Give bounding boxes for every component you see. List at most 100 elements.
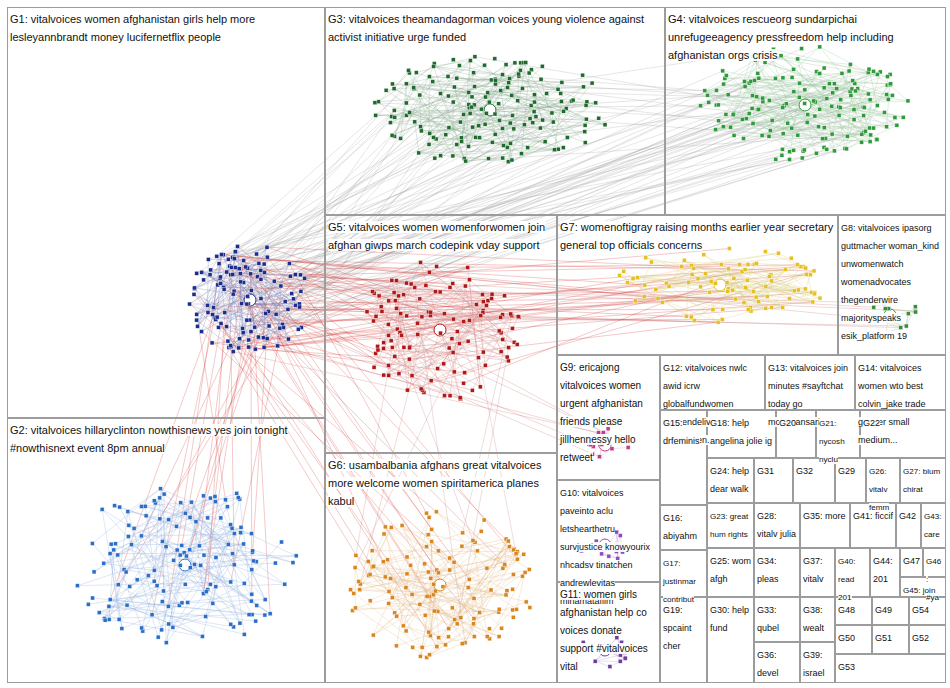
vertex-square xyxy=(229,580,233,584)
vertex-square xyxy=(259,268,263,272)
vertex-square xyxy=(294,303,298,307)
vertex-square xyxy=(744,285,748,289)
tie-line xyxy=(212,343,465,373)
vertex-square xyxy=(729,125,733,129)
vertex-square xyxy=(551,120,555,124)
vertex-square xyxy=(654,287,658,291)
vertex-square xyxy=(466,339,470,343)
vertex-square xyxy=(405,388,409,392)
vertex-square xyxy=(103,618,107,622)
vertex-square xyxy=(193,286,197,290)
tie-line xyxy=(469,65,507,147)
vertex-square xyxy=(489,78,493,82)
vertex-square xyxy=(249,288,253,292)
vertex-square xyxy=(261,336,265,340)
vertex-square xyxy=(215,315,219,319)
vertex-square xyxy=(472,71,476,75)
vertex-square xyxy=(872,305,876,309)
tie-line xyxy=(416,73,536,117)
tie-line xyxy=(453,148,528,156)
vertex-square xyxy=(508,121,512,125)
vertex-square xyxy=(414,71,418,75)
tie-line xyxy=(379,296,473,541)
vertex-square xyxy=(246,294,250,298)
tie-line xyxy=(233,275,296,306)
tie-line xyxy=(396,281,504,296)
vertex-square xyxy=(183,511,187,515)
vertex-square xyxy=(402,345,406,349)
tie-line xyxy=(815,102,854,120)
vertex-square xyxy=(750,94,754,98)
tie-line xyxy=(244,542,281,583)
tie-line xyxy=(474,105,553,122)
tie-line xyxy=(415,119,587,122)
vertex-square xyxy=(832,149,836,153)
tie-line xyxy=(202,499,239,636)
vertex-square xyxy=(371,290,375,294)
vertex-square xyxy=(478,385,482,389)
vertex-square xyxy=(109,542,113,546)
vertex-square xyxy=(238,621,242,625)
tie-line xyxy=(419,104,499,153)
vertex-square xyxy=(397,372,401,376)
vertex-square xyxy=(913,305,917,309)
vertex-square xyxy=(452,370,456,374)
vertex-square xyxy=(117,617,121,621)
tie-line xyxy=(414,89,573,100)
vertex-square xyxy=(757,107,761,111)
vertex-square xyxy=(376,344,380,348)
vertex-square xyxy=(708,290,712,294)
tie-line xyxy=(419,126,479,153)
vertex-square xyxy=(510,158,514,162)
vertex-square xyxy=(286,337,290,341)
vertex-square xyxy=(682,258,686,262)
vertex-square xyxy=(468,111,472,115)
tie-line xyxy=(388,295,482,366)
vertex-square xyxy=(812,269,816,273)
vertex-square xyxy=(899,326,903,330)
vertex-square xyxy=(399,136,403,140)
vertex-square xyxy=(202,278,206,282)
vertex-square xyxy=(97,611,101,615)
vertex-square xyxy=(852,118,856,122)
vertex-square xyxy=(419,129,423,133)
tie-line xyxy=(716,93,833,130)
tie-line xyxy=(430,316,500,318)
vertex-square xyxy=(450,337,454,341)
vertex-square xyxy=(206,303,210,307)
vertex-square xyxy=(477,124,481,128)
vertex-square xyxy=(395,306,399,310)
vertex-square xyxy=(893,116,897,120)
vertex-square xyxy=(278,326,282,330)
tie-line xyxy=(264,307,783,347)
vertex-square xyxy=(847,69,851,73)
vertex-square xyxy=(849,93,853,97)
tie-line xyxy=(521,103,595,154)
tie-line xyxy=(118,512,128,585)
vertex-square xyxy=(192,292,196,296)
vertex-square xyxy=(192,287,196,291)
vertex-square xyxy=(259,297,263,301)
vertex-square xyxy=(189,500,193,504)
vertex-square xyxy=(792,148,796,152)
vertex-square xyxy=(237,346,241,350)
tie-line xyxy=(261,299,469,580)
tie-line xyxy=(545,83,592,142)
vertex-square xyxy=(393,354,397,358)
tie-line xyxy=(734,80,755,113)
tie-line xyxy=(770,73,868,131)
vertex-square xyxy=(486,91,490,95)
tie-line xyxy=(356,347,392,555)
tie-line xyxy=(384,375,464,383)
vertex-square xyxy=(298,273,302,277)
tie-line xyxy=(257,277,299,307)
tie-line xyxy=(864,108,897,126)
vertex-square xyxy=(382,346,386,350)
vertex-square xyxy=(516,99,520,103)
vertex-square xyxy=(180,601,184,605)
vertex-square xyxy=(786,121,790,125)
vertex-square xyxy=(498,118,502,122)
vertex-square xyxy=(792,67,796,71)
vertex-square xyxy=(487,157,491,161)
tie-line xyxy=(832,64,850,134)
